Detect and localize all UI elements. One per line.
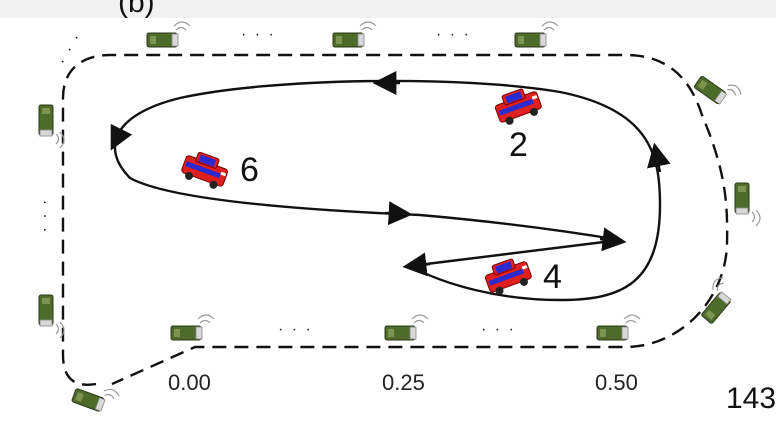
sensor-node-icon xyxy=(693,75,742,105)
vehicle-label-2: 2 xyxy=(509,126,528,164)
arrow-right-up xyxy=(647,142,671,173)
sensor-node-icon xyxy=(38,104,65,149)
ellipsis-top-left: · · · xyxy=(241,26,276,43)
vehicle-label-4: 4 xyxy=(543,258,562,296)
top-cropped-strip xyxy=(0,0,776,18)
ellipsis-bottom-right: · · · xyxy=(481,321,516,338)
arrow-right-tip xyxy=(599,227,627,252)
vehicle-loop-path xyxy=(113,79,662,302)
car-icon xyxy=(494,88,542,125)
axis-tick-2: 0.50 xyxy=(595,370,638,395)
sensor-node-icon xyxy=(332,21,377,48)
car-icon xyxy=(181,151,229,189)
arrow-inner-left xyxy=(402,252,431,277)
sensor-node-icon xyxy=(170,314,215,341)
dashed-track xyxy=(61,53,729,386)
top-partial-label: (b) xyxy=(118,0,155,19)
diagram-frame: 0.00 0.25 0.50 2 4 6 · · · · · · · · · ·… xyxy=(13,18,769,421)
axis-tick-0: 0.00 xyxy=(168,370,211,395)
arrow-left xyxy=(110,123,133,151)
sensor-node-icon xyxy=(384,314,429,341)
sensor-node-icon xyxy=(71,388,120,412)
vehicle-label-6: 6 xyxy=(240,151,259,189)
sensor-node-icon xyxy=(734,182,761,227)
track-diagram xyxy=(38,21,761,412)
sensor-node-icon xyxy=(701,276,732,324)
ellipsis-left: · · · xyxy=(36,199,54,235)
sensor-node-icon xyxy=(146,21,191,48)
sensor-node-icon xyxy=(596,314,641,341)
sensor-node-icon xyxy=(38,294,65,339)
sensor-nodes xyxy=(38,21,761,412)
ellipsis-top-right: · · · xyxy=(436,26,471,43)
sensor-node-icon xyxy=(514,21,559,48)
arrow-middle xyxy=(384,201,413,226)
vehicles-layer xyxy=(181,88,542,295)
right-partial-label: 143 xyxy=(726,382,776,415)
car-icon xyxy=(484,258,532,295)
axis-tick-1: 0.25 xyxy=(382,370,425,395)
ellipsis-bottom-left: · · · xyxy=(278,321,313,338)
